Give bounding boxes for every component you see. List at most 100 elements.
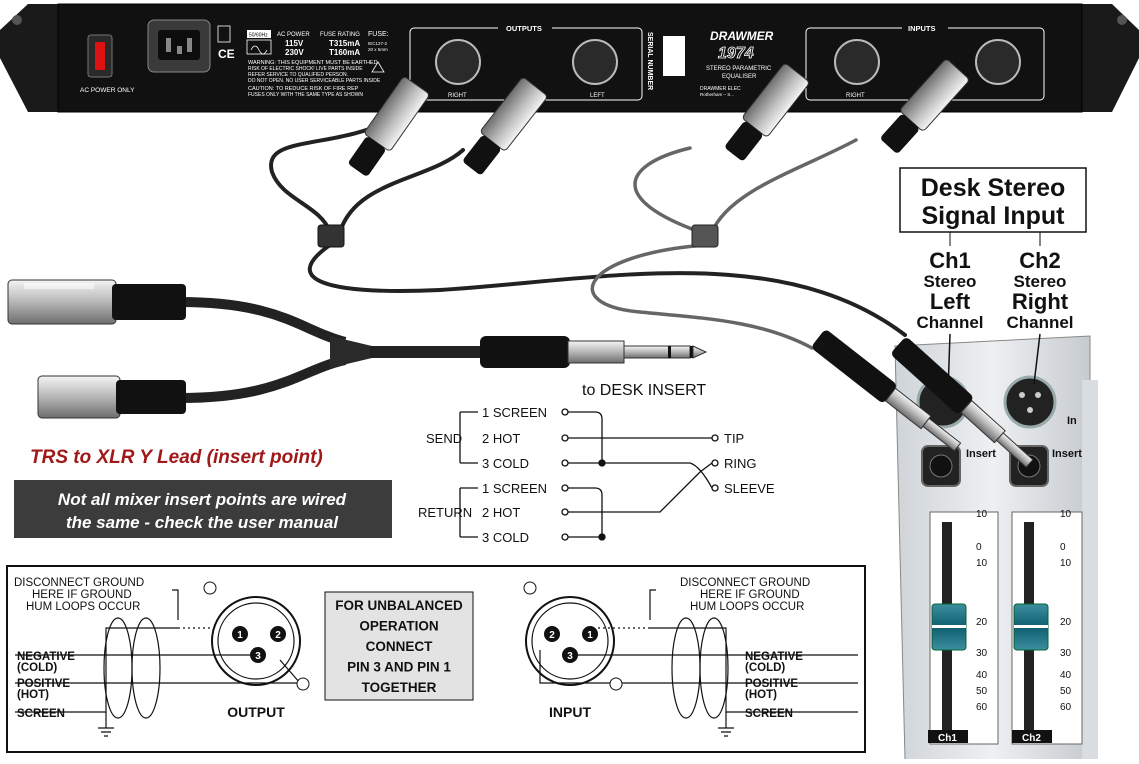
fader-scale-label: 40 bbox=[976, 670, 988, 681]
output-disconnect-line3: HUM LOOPS OCCUR bbox=[26, 601, 140, 613]
ch1-title: Ch1 bbox=[929, 248, 971, 273]
xlr-plug-out-right bbox=[348, 77, 429, 176]
input-disconnect-line3: HUM LOOPS OCCUR bbox=[690, 601, 804, 613]
warning-line-2: the same - check the user manual bbox=[66, 513, 339, 532]
input-pin2-label: 2 bbox=[549, 630, 555, 641]
ch1-tag-box bbox=[928, 730, 968, 743]
output-left-xlr-socket[interactable] bbox=[572, 39, 618, 85]
input-pin1-label: 1 bbox=[587, 630, 593, 641]
input-screen: SCREEN bbox=[745, 708, 793, 720]
product-line1: STEREO PARAMETRIC bbox=[706, 66, 772, 72]
warning-panel bbox=[14, 480, 392, 538]
cable-out-right bbox=[269, 118, 394, 234]
output-label: OUTPUT bbox=[227, 704, 285, 720]
ac-power-only-label: AC POWER ONLY bbox=[80, 87, 135, 94]
fader-scale-label: 60 bbox=[976, 702, 988, 713]
input-right-xlr-socket[interactable] bbox=[834, 39, 880, 85]
unbalanced-note-line: FOR UNBALANCED bbox=[335, 598, 463, 613]
ch2-tag: Ch2 bbox=[1022, 733, 1041, 744]
warning-line4: DO NOT OPEN. NO USER SERVICEABLE PARTS I… bbox=[248, 78, 381, 84]
ch1-left: Left bbox=[930, 289, 971, 314]
fader-scale-label: 30 bbox=[976, 648, 988, 659]
v115: 115V bbox=[285, 39, 304, 48]
output-screen: SCREEN bbox=[17, 708, 65, 720]
output-disconnect-line1: DISCONNECT GROUND bbox=[14, 577, 144, 589]
serial-plate bbox=[663, 36, 685, 76]
input-pin1 bbox=[582, 626, 598, 642]
ch2-xlr-input[interactable] bbox=[1003, 375, 1057, 429]
fuse-header: FUSE: bbox=[368, 31, 389, 38]
output-grounding bbox=[15, 589, 302, 737]
fader-scale-label: 40 bbox=[1060, 670, 1072, 681]
ch1-tag: Ch1 bbox=[938, 733, 957, 744]
send-screen-label: 1 SCREEN bbox=[482, 405, 547, 420]
voltage-badge-text: 50/60Hz bbox=[249, 33, 268, 39]
xlr-plugs bbox=[348, 59, 969, 176]
ac-power-header: AC POWER bbox=[277, 32, 310, 38]
warning-line2: RISK OF ELECTRIC SHOCK! LIVE PARTS INSID… bbox=[248, 66, 363, 72]
input-left-xlr-socket[interactable] bbox=[975, 39, 1021, 85]
f230: T160mA bbox=[329, 48, 360, 57]
cable-out-left bbox=[338, 148, 465, 234]
output-pin1-label: 1 bbox=[237, 630, 243, 641]
desk-jack-plugs bbox=[812, 330, 1034, 468]
warning-line-1: Not all mixer insert points are wired bbox=[58, 490, 347, 509]
send-cold-label: 3 COLD bbox=[482, 456, 529, 471]
output-pin3-label: 3 bbox=[255, 651, 261, 662]
output-right-xlr-socket[interactable] bbox=[435, 39, 481, 85]
send-hot-label: 2 HOT bbox=[482, 431, 520, 446]
caution-line1: CAUTION: TO REDUCE RISK OF FIRE REP bbox=[248, 86, 359, 92]
rack-screw bbox=[12, 15, 22, 25]
input-label: INPUT bbox=[549, 704, 591, 720]
fader-scale-label: 60 bbox=[1060, 702, 1072, 713]
unbalanced-note-line: OPERATION bbox=[359, 619, 438, 634]
iec-socket bbox=[158, 30, 200, 60]
ch1-stereo: Stereo bbox=[924, 272, 977, 291]
y-splitter-black bbox=[317, 224, 345, 248]
xlr-plug-in-left bbox=[881, 59, 969, 153]
f115: T315mA bbox=[329, 39, 360, 48]
fader-scale-label: 20 bbox=[1060, 617, 1072, 628]
fader-scale-label: 30 bbox=[1060, 648, 1072, 659]
y-lead-splitter bbox=[330, 336, 372, 368]
input-grounding bbox=[525, 589, 858, 737]
fuse-rating-header: FUSE RATING bbox=[320, 32, 360, 38]
ch2-right: Right bbox=[1012, 289, 1069, 314]
sleeve-label: SLEEVE bbox=[724, 481, 775, 496]
v230: 230V bbox=[285, 48, 304, 57]
output-hot: (HOT) bbox=[17, 689, 49, 701]
output-positive: POSITIVE bbox=[17, 678, 70, 690]
in-label: In bbox=[1067, 415, 1077, 427]
input-pin3-label: 3 bbox=[567, 651, 573, 662]
output-left-label: LEFT bbox=[590, 93, 605, 99]
xlr-plug-in-right bbox=[725, 63, 809, 161]
output-disconnect-line2: HERE IF GROUND bbox=[32, 589, 132, 601]
screw-icon bbox=[296, 677, 310, 691]
output-right-label: RIGHT bbox=[448, 93, 467, 99]
fader-scale-label: 10 bbox=[1060, 558, 1072, 569]
trs-jack-plug bbox=[480, 336, 708, 368]
weee-icon bbox=[217, 25, 231, 43]
fader-scale-label: 0 bbox=[976, 542, 982, 553]
warning-line1: WARNING: THIS EQUIPMENT MUST BE EARTHED bbox=[248, 60, 378, 66]
ce-mark: CE bbox=[218, 47, 235, 61]
cable-in-right bbox=[633, 146, 702, 234]
fader-scale-label: 10 bbox=[1060, 509, 1072, 520]
warning-line3: REFER SERVICE TO QUALIFIED PERSON. bbox=[248, 72, 348, 78]
unbalanced-note-line: PIN 3 AND PIN 1 bbox=[347, 660, 451, 675]
to-desk-insert-label: to DESK INSERT bbox=[582, 382, 706, 399]
serial-label: SERIAL NUMBER bbox=[646, 32, 653, 90]
fader-scale-label: 0 bbox=[1060, 542, 1066, 553]
input-hot: (HOT) bbox=[745, 689, 777, 701]
model-number: 1974 bbox=[718, 45, 754, 62]
desk-title-line1: Desk Stereo bbox=[921, 174, 1066, 202]
ch2-insert-label: Insert bbox=[1052, 448, 1082, 460]
input-positive: POSITIVE bbox=[745, 678, 798, 690]
return-cold-label: 3 COLD bbox=[482, 530, 529, 545]
output-negative: NEGATIVE bbox=[17, 651, 75, 663]
fader-scale-label: 50 bbox=[1060, 686, 1072, 697]
wiring-schematic bbox=[459, 408, 719, 541]
